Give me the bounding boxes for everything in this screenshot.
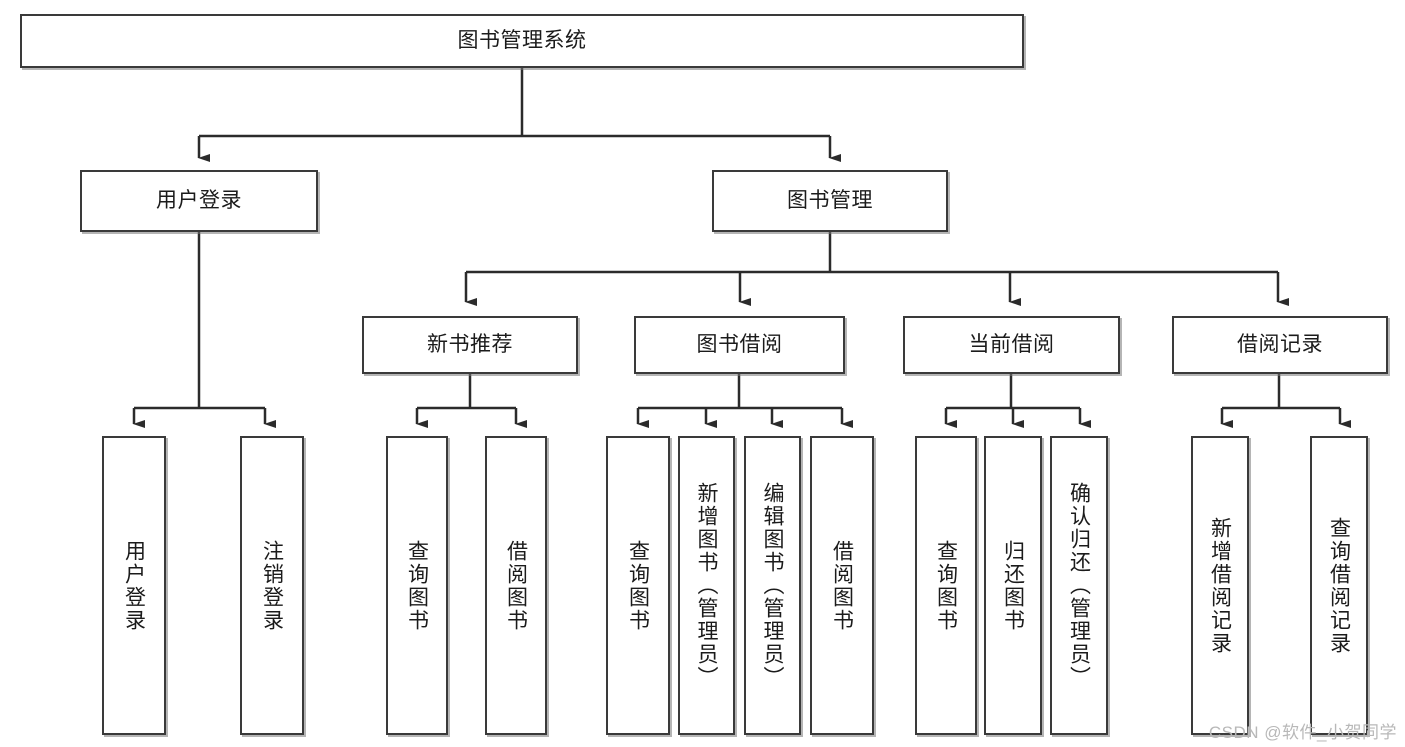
node-new-book-recommend-label: 新书推荐 [427,332,513,356]
leaf-label: 借阅图书 [504,539,528,632]
node-book-management-label: 图书管理 [787,188,873,212]
leaf-borrow-edit-book-admin[interactable]: 编辑图书（管理员） [744,436,801,735]
leaf-new-book-query[interactable]: 查询图书 [386,436,448,735]
leaf-label: 查询图书 [934,539,958,632]
leaf-current-return-book[interactable]: 归还图书 [984,436,1042,735]
node-borrow-record-label: 借阅记录 [1237,332,1323,356]
node-root-label: 图书管理系统 [457,28,587,52]
node-book-borrow-label: 图书借阅 [696,332,783,356]
leaf-label: 归还图书 [1001,539,1025,632]
node-new-book-recommend[interactable]: 新书推荐 [362,316,578,374]
leaf-label: 查询图书 [405,539,429,632]
leaf-label: 新增借阅记录 [1208,516,1232,655]
node-current-borrow[interactable]: 当前借阅 [903,316,1120,374]
node-user-login-label: 用户登录 [156,188,242,212]
node-borrow-record[interactable]: 借阅记录 [1172,316,1388,374]
leaf-borrow-add-book-admin[interactable]: 新增图书（管理员） [678,436,735,735]
leaf-label: 确认归还（管理员） [1067,482,1091,689]
leaf-label: 查询借阅记录 [1327,516,1351,655]
node-current-borrow-label: 当前借阅 [968,332,1055,356]
leaf-label: 查询图书 [626,539,650,632]
leaf-record-add[interactable]: 新增借阅记录 [1191,436,1249,735]
leaf-current-query-book[interactable]: 查询图书 [915,436,977,735]
leaf-new-book-borrow[interactable]: 借阅图书 [485,436,547,735]
leaf-current-confirm-return-admin[interactable]: 确认归还（管理员） [1050,436,1108,735]
node-root[interactable]: 图书管理系统 [20,14,1024,68]
leaf-label: 注销登录 [260,539,284,632]
watermark-text: CSDN @软件_小贺同学 [1208,723,1397,742]
node-book-management[interactable]: 图书管理 [712,170,948,232]
leaf-borrow-query-book[interactable]: 查询图书 [606,436,670,735]
node-user-login[interactable]: 用户登录 [80,170,318,232]
leaf-user-login-login[interactable]: 用户登录 [102,436,166,735]
leaf-borrow-borrow-book[interactable]: 借阅图书 [810,436,874,735]
leaf-record-query[interactable]: 查询借阅记录 [1310,436,1368,735]
node-book-borrow[interactable]: 图书借阅 [634,316,845,374]
leaf-user-login-logout[interactable]: 注销登录 [240,436,304,735]
leaf-label: 新增图书（管理员） [695,482,718,689]
leaf-label: 借阅图书 [830,539,854,632]
leaf-label: 编辑图书（管理员） [761,482,784,689]
leaf-label: 用户登录 [122,539,146,632]
